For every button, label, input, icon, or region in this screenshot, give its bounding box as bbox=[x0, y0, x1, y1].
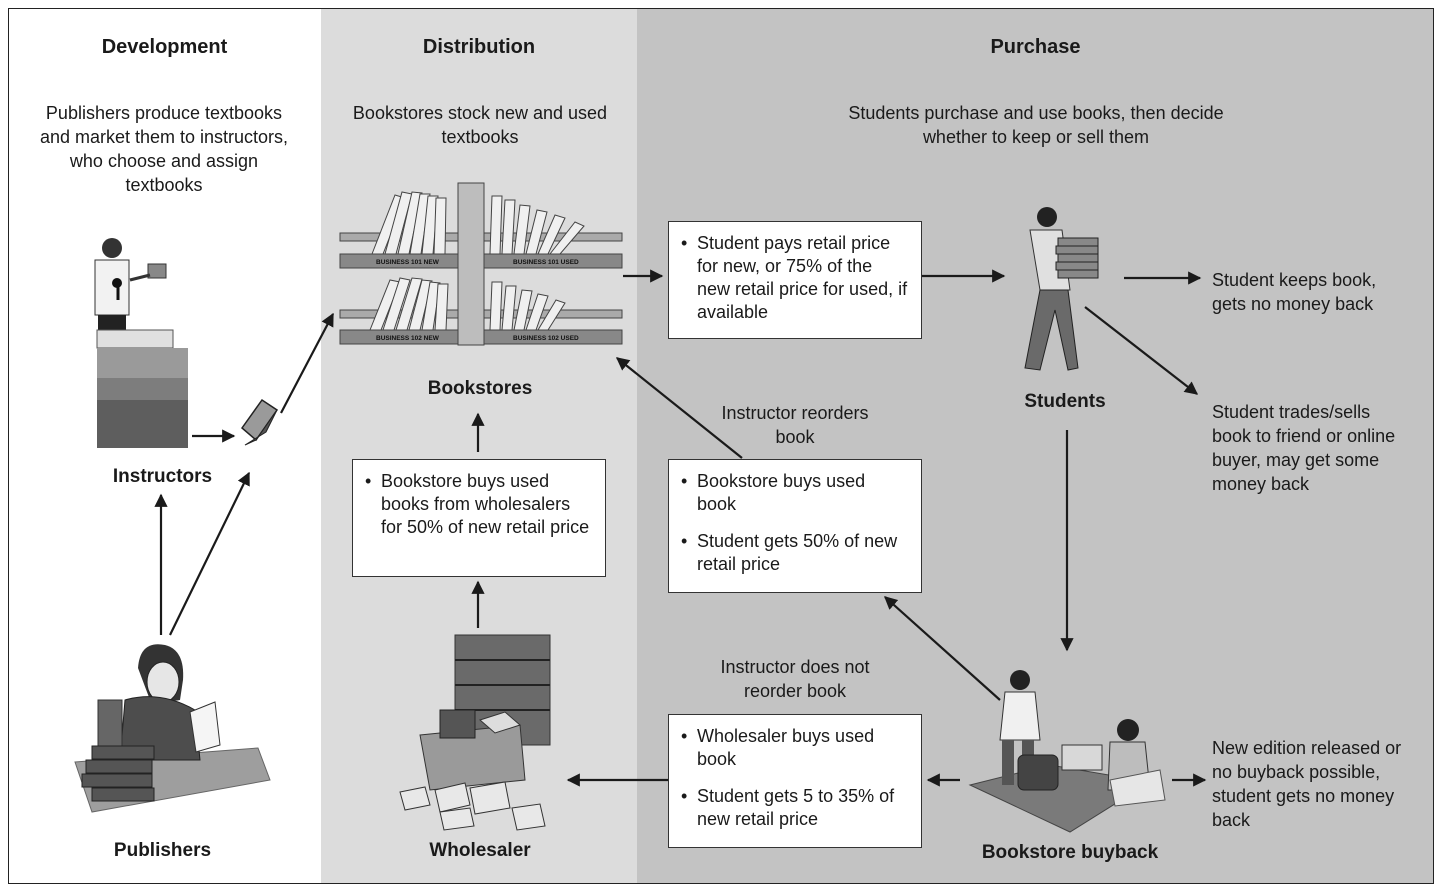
purchase-description: Students purchase and use books, then de… bbox=[848, 103, 1224, 147]
textbook-illustration bbox=[240, 398, 279, 446]
bookstore-buyback-label: Bookstore buyback bbox=[981, 842, 1159, 863]
shelf-label-top-left: BUSINESS 101 NEW bbox=[376, 259, 440, 266]
shelf-label-top-right: BUSINESS 101 USED bbox=[513, 259, 579, 266]
no-reorder-item-2: Student gets 5 to 35% of new retail pric… bbox=[681, 785, 909, 831]
instructor-illustration bbox=[94, 238, 188, 448]
outcome-new-edition: New edition released or no buyback possi… bbox=[1212, 738, 1402, 830]
student-pays-text: Student pays retail price for new, or 75… bbox=[681, 232, 909, 324]
wholesaler-illustration bbox=[399, 634, 551, 831]
publishers-label: Publishers bbox=[113, 840, 212, 861]
arrow-reorder-to-bookstores bbox=[615, 357, 743, 459]
students-label: Students bbox=[1024, 391, 1106, 412]
instructor-not-reorder-note: Instructor does not reorder book bbox=[720, 657, 870, 701]
no-reorder-box: Wholesaler buys used book Student gets 5… bbox=[668, 714, 922, 848]
reorder-box: Bookstore buys used book Student gets 50… bbox=[668, 459, 922, 593]
distribution-description: Bookstores stock new and used textbooks bbox=[352, 103, 608, 147]
shelf-label-bottom-right: BUSINESS 102 USED bbox=[513, 335, 579, 342]
arrow-publishers-to-book bbox=[169, 471, 250, 636]
arrow-students-to-trades bbox=[1084, 306, 1199, 395]
bookstore-buys-from-wholesaler-box: Bookstore buys used books from wholesale… bbox=[352, 459, 606, 577]
arrow-buyback-to-reorder bbox=[884, 596, 1001, 701]
bookstore-buys-from-wholesaler-text: Bookstore buys used books from wholesale… bbox=[365, 470, 593, 539]
purchase-title: Purchase bbox=[990, 36, 1081, 58]
wholesaler-label: Wholesaler bbox=[429, 840, 531, 861]
buyback-illustration bbox=[968, 670, 1166, 833]
shelf-label-bottom-left: BUSINESS 102 NEW bbox=[376, 335, 440, 342]
reorder-item-2: Student gets 50% of new retail price bbox=[681, 530, 909, 576]
development-description: Publishers produce textbooks and market … bbox=[39, 103, 289, 195]
student-pays-box: Student pays retail price for new, or 75… bbox=[668, 221, 922, 339]
bookshelf-illustration: BUSINESS 101 NEW BUSINESS 101 USED BUSIN… bbox=[339, 182, 623, 346]
bookstores-label: Bookstores bbox=[427, 378, 533, 399]
arrow-book-to-bookstores bbox=[280, 312, 334, 414]
publisher-illustration bbox=[74, 644, 271, 813]
outcome-keeps-book: Student keeps book, gets no money back bbox=[1212, 270, 1377, 314]
no-reorder-item-1: Wholesaler buys used book bbox=[681, 725, 909, 771]
development-title: Development bbox=[101, 36, 228, 58]
instructors-label: Instructors bbox=[112, 466, 213, 487]
distribution-title: Distribution bbox=[422, 36, 536, 58]
outcome-trades-book: Student trades/sells book to friend or o… bbox=[1212, 402, 1396, 494]
reorder-item-1: Bookstore buys used book bbox=[681, 470, 909, 516]
student-illustration bbox=[1024, 207, 1099, 371]
instructor-reorders-note: Instructor reorders book bbox=[721, 403, 869, 447]
